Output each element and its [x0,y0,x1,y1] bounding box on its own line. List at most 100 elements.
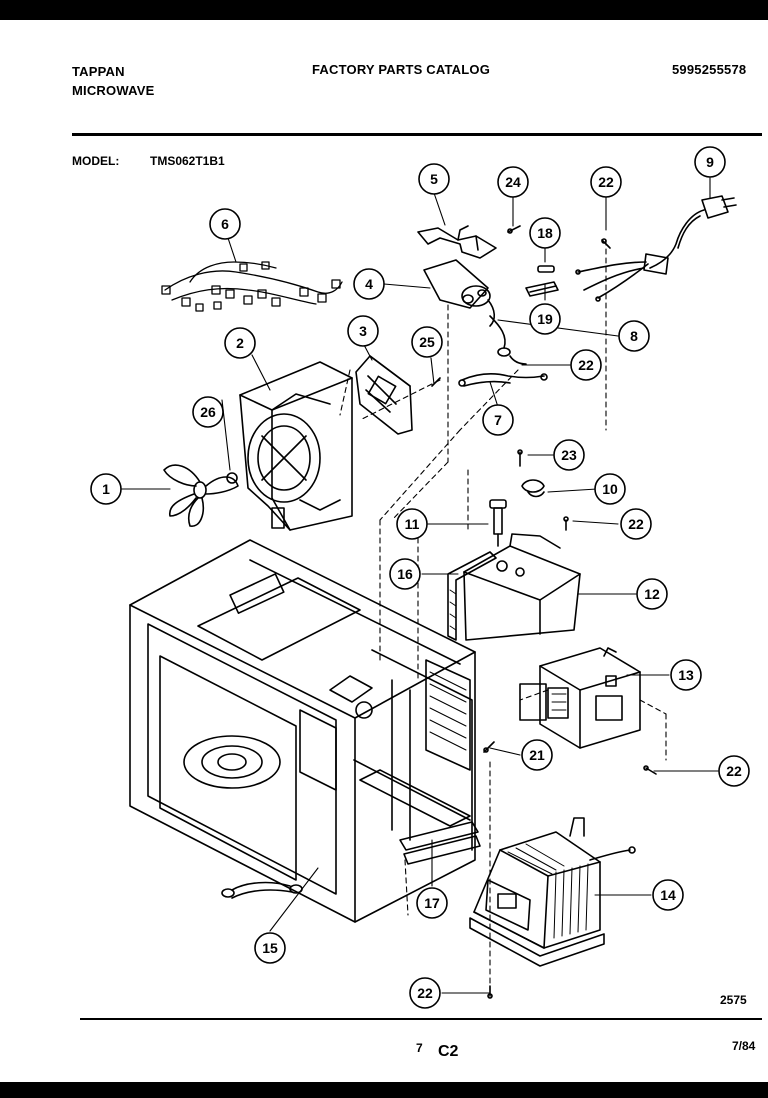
callout-14 [652,879,684,911]
callout-label: 18 [537,225,553,241]
product-type: MICROWAVE [72,83,155,98]
fuse-part [537,265,555,273]
fuse-holder-part [525,281,559,297]
fan-housing-part [239,361,353,531]
callout-label: 7 [494,412,502,428]
catalog-part-number: 5995255578 [672,62,747,77]
catalog-title: FACTORY PARTS CATALOG [312,62,491,77]
callout-label: 4 [365,276,373,292]
callout-label: 2 [236,335,244,351]
callout-label: 15 [262,940,278,956]
thermostat-part [489,499,507,547]
header-rule [72,133,762,136]
leader-lines [121,177,719,994]
callout-label: 10 [602,481,618,497]
callout-label: 22 [598,174,614,190]
screw-part [563,516,569,531]
brand-block: TAPPAN MICROWAVE [72,62,154,100]
magnetron-part [519,647,641,749]
callout-labels: 1 2 3 4 5 6 7 8 9 10 11 12 13 14 15 16 1… [102,154,742,1001]
callout-label: 25 [419,334,435,350]
page-number: 7 [416,1041,423,1055]
callout-18 [529,217,561,249]
screw-part [643,765,657,775]
callout-label: 6 [221,216,229,232]
callout-label: 16 [397,566,413,582]
callout-11 [396,508,428,540]
callout-label: 22 [578,357,594,373]
seal-strip-part [399,821,481,865]
fan-nut-part [226,472,238,484]
callout-23 [553,439,585,471]
callout-label: 17 [424,895,440,911]
callout-15 [254,932,286,964]
callout-label: 26 [200,404,216,420]
model-number: TMS062T1B1 [150,154,225,168]
screw-part [517,449,523,467]
wire-harness-part [161,261,343,312]
transformer-part [469,817,636,967]
callout-label: 14 [660,887,676,903]
screw-part [507,225,521,234]
callout-6 [209,208,241,240]
callout-13 [670,659,702,691]
screw-part [483,741,495,753]
callout-label: 19 [537,311,553,327]
catalog-date: 7/84 [732,1039,756,1053]
callout-22a [590,166,622,198]
callout-label: 3 [359,323,367,339]
callout-label: 21 [529,747,545,763]
callout-17 [416,887,448,919]
callout-label: 11 [405,516,420,532]
duct-cover-part [463,533,581,641]
bottom-border-bar [0,1082,768,1098]
callout-label: 5 [430,171,438,187]
callout-16 [389,558,421,590]
model-label: MODEL: [72,154,120,168]
callout-10 [594,473,626,505]
callout-8 [618,320,650,352]
top-border-bar [0,0,768,20]
callout-bubbles [90,146,750,1009]
callout-label: 8 [630,328,638,344]
callout-2 [224,327,256,359]
bracket-part [417,225,497,259]
callout-label: 1 [102,481,110,497]
callout-12 [636,578,668,610]
spring-clip-part [521,479,545,498]
callout-label: 22 [726,763,742,779]
drawing-code: 2575 [720,993,747,1007]
power-cord-part [575,195,737,302]
fan-blade-part [163,464,239,527]
callout-21 [521,739,553,771]
callout-24 [497,166,529,198]
callout-label: 24 [505,174,521,190]
callout-1 [90,473,122,505]
callout-22e [409,977,441,1009]
diode-part [489,315,527,365]
thermal-cutout-part [221,881,303,899]
screw-part [431,377,441,387]
capacitor-part [423,259,496,327]
callout-19 [529,303,561,335]
callout-label: 22 [417,985,433,1001]
wire-lead-part [458,373,548,387]
switch-bracket-part [355,355,413,435]
callout-3 [347,315,379,347]
brand-name: TAPPAN [72,64,125,79]
callout-25 [411,326,443,358]
callout-label: 13 [678,667,694,683]
callout-22c [620,508,652,540]
callout-4 [353,268,385,300]
callout-label: 9 [706,154,714,170]
screw-part [487,985,493,999]
screw-part [601,238,611,249]
footer-rule [80,1018,762,1020]
callout-7 [482,404,514,436]
callout-5 [418,163,450,195]
callout-22d [718,755,750,787]
callout-label: 12 [644,586,660,602]
callout-label: 23 [561,447,577,463]
gasket-part [447,551,497,641]
